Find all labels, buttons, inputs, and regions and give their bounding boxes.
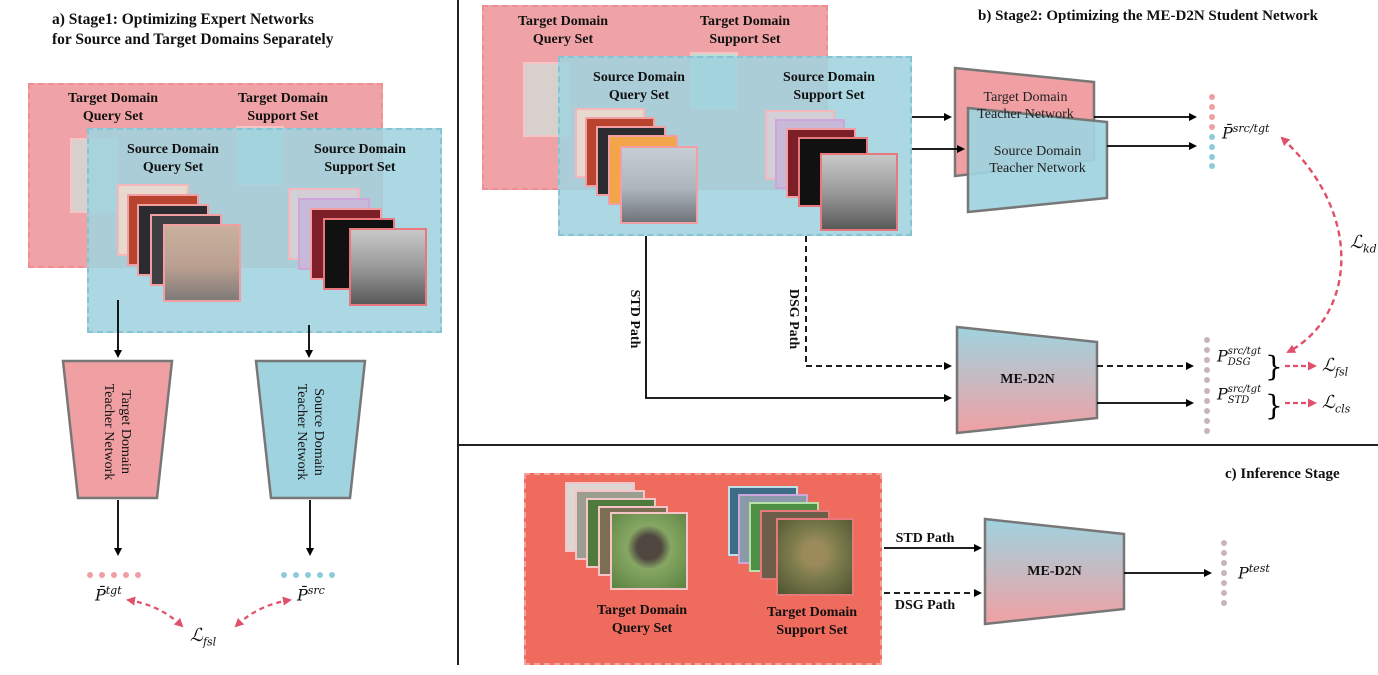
panel-a-target-teacher-shape: [61, 359, 174, 500]
panel-b-student-shape: [955, 325, 1099, 435]
panel-c-std-path-label: STD Path: [895, 531, 955, 546]
panel-b-loss-kd: ℒkd: [1350, 232, 1377, 256]
horizontal-divider: [458, 444, 1378, 446]
panel-a-source-support-image: [349, 228, 427, 306]
panel-a-tgt-dots: [87, 572, 141, 578]
panel-b-dsg-path-line: [805, 236, 952, 370]
panel-a-source-query-image: [163, 224, 241, 302]
panel-c-dsg-path-label: DSG Path: [894, 598, 956, 613]
panel-b-brace-dsg: }: [1265, 350, 1283, 383]
panel-b-source-query-image: [620, 146, 698, 224]
panel-c-p-test: Ptest: [1238, 562, 1270, 583]
panel-b-p-bar: P̄src/tgt: [1222, 122, 1270, 143]
panel-a-p-tgt: P̄tgt: [95, 584, 122, 605]
panel-a-loss-fsl: ℒfsl: [190, 625, 217, 649]
panel-b-student-label: ME-D2N: [1000, 372, 1055, 387]
panel-a-source-teacher-shape: [254, 359, 367, 500]
panel-c-student-label: ME-D2N: [1027, 564, 1082, 579]
vertical-divider: [457, 0, 459, 665]
panel-a-src-dots: [281, 572, 335, 578]
panel-c-output-dots: [1221, 540, 1227, 606]
panel-a-title-line2: for Source and Target Domains Separately: [52, 31, 334, 48]
panel-b-loss-kd-arrow: [1281, 137, 1343, 354]
panel-c-query-image: [610, 512, 688, 590]
panel-a-title: a) Stage1: Optimizing Expert Networks fo…: [52, 10, 402, 50]
panel-b-student-dots: [1204, 337, 1210, 434]
panel-c-student-shape: [983, 517, 1126, 626]
panel-b-std-path-line: [645, 236, 952, 402]
panel-b-source-support-image: [820, 153, 898, 231]
panel-b-source-teacher-shape: [966, 106, 1109, 214]
panel-b-title: b) Stage2: Optimizing the ME-D2N Student…: [978, 8, 1318, 24]
panel-b-brace-std: }: [1265, 389, 1283, 422]
panel-a-loss-arrow-left: [127, 598, 184, 628]
panel-a-title-line1: a) Stage1: Optimizing Expert Networks: [52, 11, 314, 28]
panel-b-loss-fsl: ℒfsl: [1322, 355, 1349, 379]
panel-b-teacher-dots: [1209, 94, 1215, 169]
panel-c-title: c) Inference Stage: [1225, 466, 1340, 482]
panel-a-p-src: P̄src: [297, 584, 325, 605]
panel-a-loss-arrow-right: [234, 598, 291, 628]
panel-c-support-image: [776, 518, 854, 596]
panel-b-loss-cls: ℒcls: [1322, 392, 1351, 416]
